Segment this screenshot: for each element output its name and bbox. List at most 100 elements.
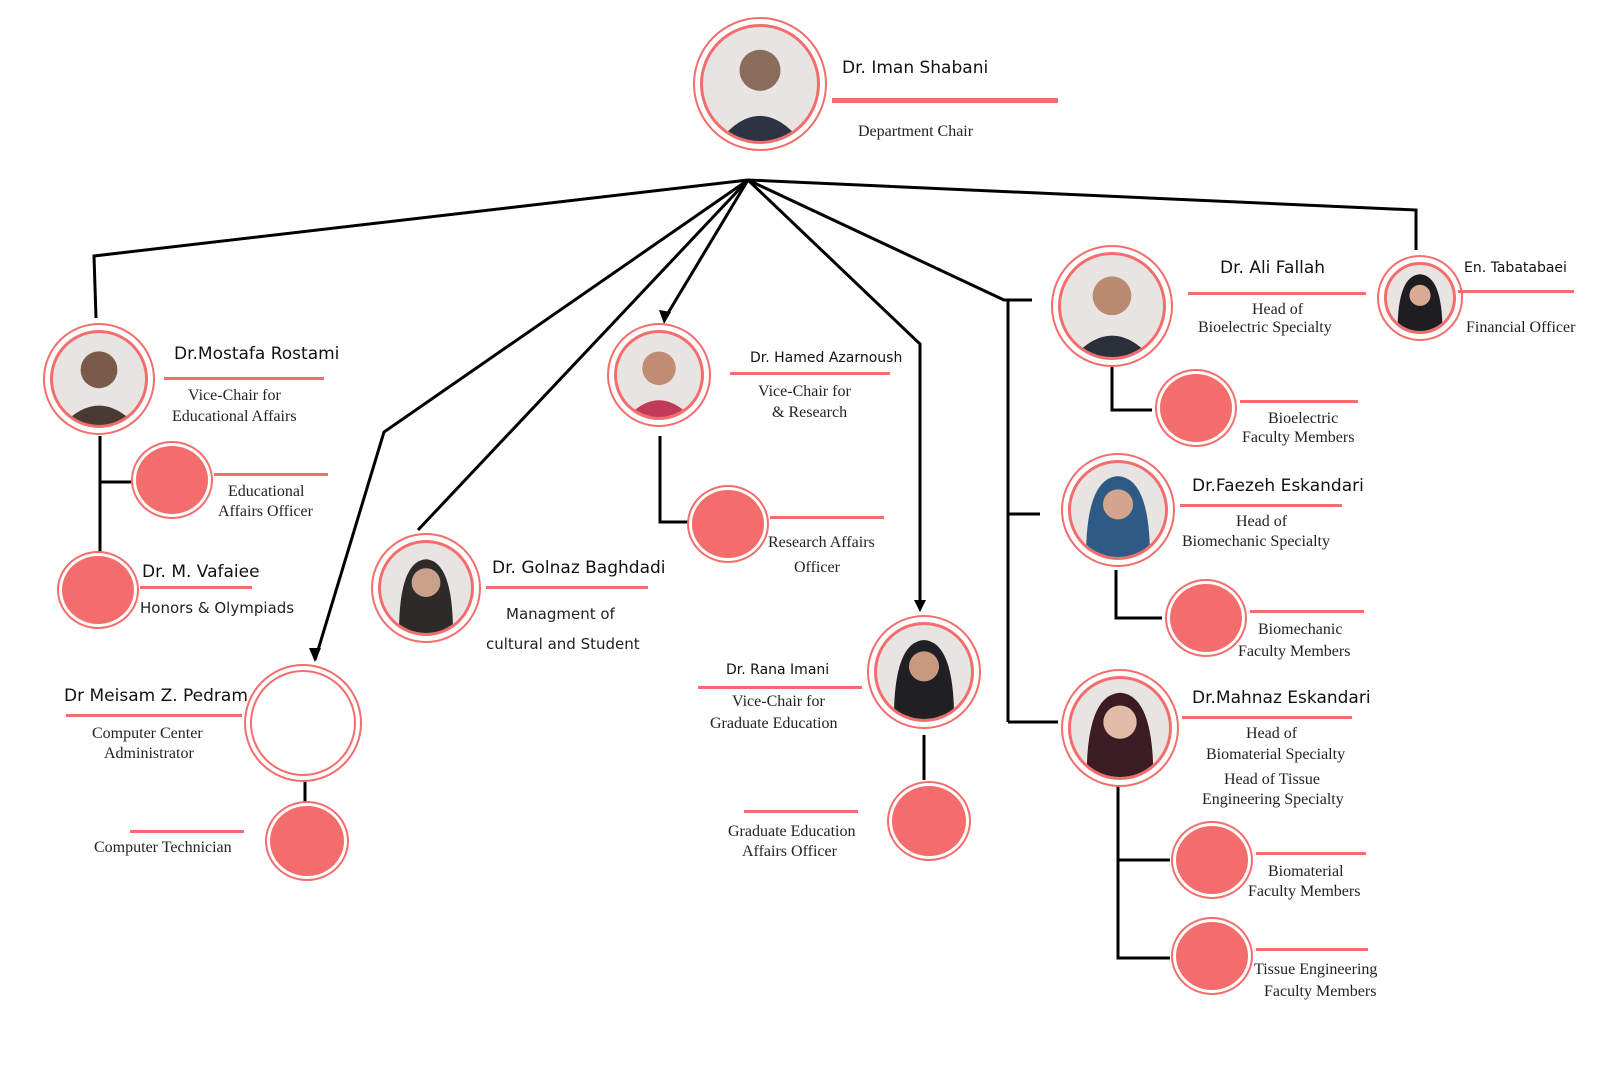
person-photo-icon <box>1086 476 1150 557</box>
person-photo-icon <box>893 640 955 719</box>
person-photo-icon <box>399 559 453 633</box>
tech-role: Computer Technician <box>94 839 232 856</box>
mahnaz-underline <box>1182 716 1352 719</box>
biomechanic-fm-line1: Biomechanic <box>1258 621 1343 638</box>
baghdadi-photo <box>378 540 474 636</box>
mahnaz-role-line1: Head of <box>1246 725 1298 742</box>
fallah-role-line1: Head of <box>1252 301 1304 318</box>
arrow-pedram <box>309 648 321 662</box>
biomaterial-fm-line1: Biomaterial <box>1268 863 1344 880</box>
chair-name: Dr. Iman Shabani <box>842 58 989 78</box>
research-officer-line1: Research Affairs <box>768 534 875 551</box>
research-officer-circle <box>692 490 764 558</box>
bioelectric-fm-line1: Bioelectric <box>1268 410 1339 427</box>
grad-officer-line1: Graduate Education <box>728 823 856 840</box>
bioelectric-fm-underline <box>1240 400 1358 403</box>
person-photo-icon <box>1397 274 1443 331</box>
mahnaz-role-line3: Head of Tissue <box>1224 771 1321 788</box>
imani-role-line1: Vice-Chair for <box>732 693 825 710</box>
line-chair-baghdadi <box>416 178 750 532</box>
tissue-fm-line1: Tissue Engineering <box>1254 961 1378 978</box>
baghdadi-underline <box>486 586 648 589</box>
line-mahnaz-fm <box>1116 778 1170 960</box>
imani-underline <box>698 686 862 689</box>
fallah-role-line2: Bioelectric Specialty <box>1198 319 1332 336</box>
arrow-imani <box>914 600 926 612</box>
edu-officer-circle <box>136 446 208 514</box>
grad-officer-underline <box>744 810 858 813</box>
vafaiee-circle <box>62 556 134 624</box>
tissue-fm-line2: Faculty Members <box>1264 983 1377 1000</box>
tissue-fm-circle <box>1176 922 1248 990</box>
rostami-role-line2: Educational Affairs <box>172 408 297 425</box>
azarnoush-role-line2: & Research <box>772 404 848 421</box>
person-photo-icon <box>1086 692 1154 777</box>
mahnaz-role-line2: Biomaterial Specialty <box>1206 746 1346 763</box>
line-chair-heads <box>747 178 1032 302</box>
tissue-fm-underline <box>1256 948 1368 951</box>
line-azarnoush-officer <box>658 436 688 524</box>
line-fallah-fm <box>1110 360 1152 412</box>
arrow-azarnoush <box>659 310 671 324</box>
imani-role-line2: Graduate Education <box>710 715 838 732</box>
fallah-underline <box>1188 292 1366 295</box>
tabatabaei-role: Financial Officer <box>1466 319 1576 336</box>
person-photo-icon <box>627 351 691 417</box>
azarnoush-role-line1: Vice-Chair for <box>758 383 851 400</box>
mahnaz-photo <box>1068 676 1172 780</box>
rostami-role-line1: Vice-Chair for <box>188 387 281 404</box>
tabatabaei-name: En. Tabatabaei <box>1464 260 1567 276</box>
baghdadi-role-line1: Managment of <box>506 605 615 623</box>
azarnoush-underline <box>730 372 890 375</box>
vafaiee-name: Dr. M. Vafaiee <box>142 562 260 582</box>
faezeh-underline <box>1180 504 1342 507</box>
imani-name: Dr. Rana Imani <box>726 662 830 678</box>
baghdadi-role-line2: cultural and Student <box>486 635 640 653</box>
biomechanic-fm-circle <box>1170 584 1242 652</box>
fallah-name: Dr. Ali Fallah <box>1220 258 1326 278</box>
rostami-name: Dr.Mostafa Rostami <box>174 344 340 364</box>
line-chair-rostami <box>92 178 749 319</box>
grad-officer-circle <box>892 786 966 856</box>
biomechanic-fm-line2: Faculty Members <box>1238 643 1351 660</box>
tabatabaei-photo <box>1384 262 1456 334</box>
pedram-role-line1: Computer Center <box>92 725 203 742</box>
research-officer-line2: Officer <box>794 559 840 576</box>
vafaiee-underline <box>140 586 252 589</box>
biomaterial-fm-underline <box>1256 852 1366 855</box>
chair-photo <box>700 24 820 144</box>
tech-circle <box>270 806 344 876</box>
line-faezeh-fm <box>1114 570 1162 620</box>
bioelectric-fm-circle <box>1160 374 1232 442</box>
vafaiee-role: Honors & Olympiads <box>140 599 295 617</box>
person-photo-icon <box>1073 276 1151 357</box>
line-chair-imani <box>746 178 922 608</box>
faezeh-role-line2: Biomechanic Specialty <box>1182 533 1330 550</box>
pedram-underline <box>66 714 242 717</box>
mahnaz-name: Dr.Mahnaz Eskandari <box>1192 688 1371 708</box>
chair-role: Department Chair <box>858 123 974 140</box>
tabatabaei-underline <box>1458 290 1574 293</box>
pedram-circle <box>250 670 356 776</box>
line-chair-pedram <box>313 178 749 661</box>
research-officer-underline <box>770 516 884 519</box>
grad-officer-line2: Affairs Officer <box>742 843 837 860</box>
baghdadi-name: Dr. Golnaz Baghdadi <box>492 558 666 578</box>
biomaterial-fm-circle <box>1176 826 1248 894</box>
edu-officer-line2: Affairs Officer <box>218 503 313 520</box>
azarnoush-photo <box>614 330 704 420</box>
line-chair-azarnoush <box>663 179 750 319</box>
azarnoush-name: Dr. Hamed Azarnoush <box>750 350 903 366</box>
pedram-name: Dr Meisam Z. Pedram <box>64 686 248 706</box>
edu-officer-line1: Educational <box>228 483 305 500</box>
faezeh-role-line1: Head of <box>1236 513 1288 530</box>
line-chair-tabatabaei <box>747 178 1418 250</box>
rostami-underline <box>164 377 324 380</box>
mahnaz-role-line4: Engineering Specialty <box>1202 791 1344 808</box>
pedram-role-line2: Administrator <box>104 745 194 762</box>
bioelectric-fm-line2: Faculty Members <box>1242 429 1355 446</box>
person-photo-icon <box>718 49 802 141</box>
imani-photo <box>874 622 974 722</box>
faezeh-photo <box>1068 460 1168 560</box>
